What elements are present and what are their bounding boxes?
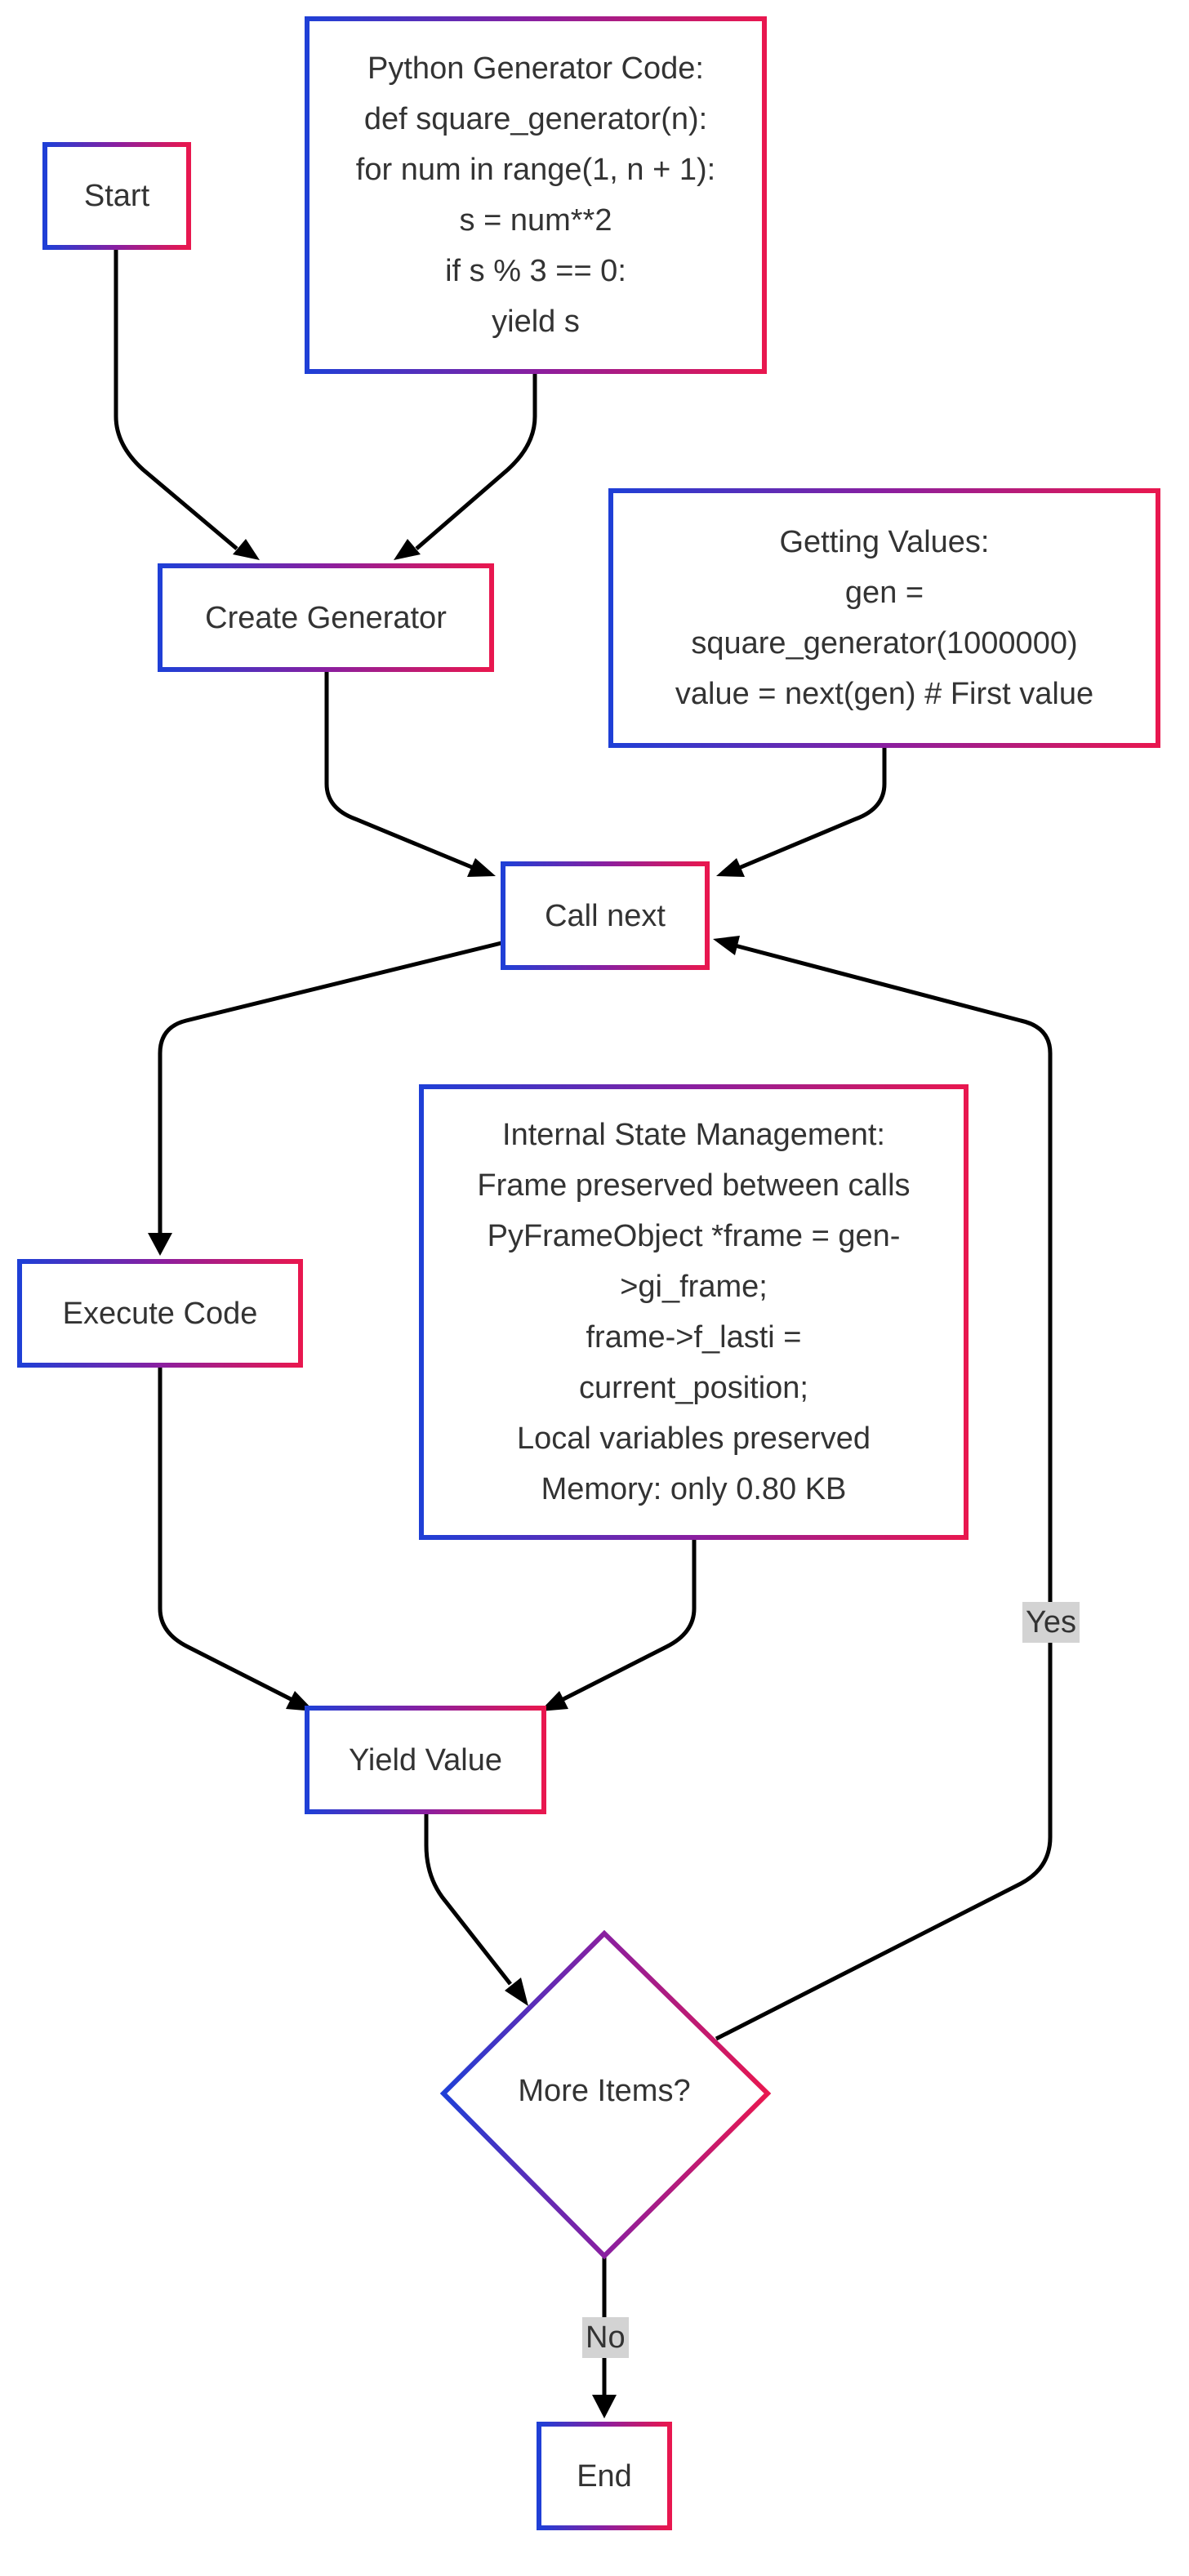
execute-code-node: Execute Code bbox=[17, 1259, 303, 1368]
getting-values-line: Getting Values: bbox=[779, 525, 990, 559]
decision-label: More Items? bbox=[518, 2074, 691, 2108]
state-note-line: PyFrameObject *frame = gen- bbox=[487, 1219, 901, 1253]
decision-diamond bbox=[439, 1929, 772, 2260]
arrowhead-decision bbox=[505, 1978, 528, 2006]
arrowhead-callnext-right bbox=[716, 858, 745, 877]
edge-state-to-yield bbox=[560, 1539, 697, 1702]
edge-yield-to-decision bbox=[424, 1814, 512, 1986]
getting-values-note: Getting Values: gen = square_generator(1… bbox=[608, 488, 1160, 748]
code-note-line: for num in range(1, n + 1): bbox=[355, 153, 716, 187]
arrowhead-create-right bbox=[394, 539, 421, 560]
getting-values-line: gen = bbox=[844, 576, 924, 610]
call-next-node: Call next bbox=[501, 861, 710, 970]
arrowhead-end bbox=[592, 2395, 617, 2418]
arrowhead-create-left bbox=[233, 539, 260, 560]
state-management-note: Internal State Management: Frame preserv… bbox=[419, 1084, 969, 1540]
code-note-line: yield s bbox=[492, 305, 580, 339]
create-generator-label: Create Generator bbox=[205, 600, 447, 635]
state-note-line: current_position; bbox=[579, 1371, 808, 1405]
edge-execute-to-yield bbox=[158, 1368, 294, 1702]
edge-label-no: No bbox=[582, 2317, 629, 2358]
getting-values-line: square_generator(1000000) bbox=[691, 626, 1078, 661]
code-note-line: if s % 3 == 0: bbox=[445, 254, 626, 288]
yield-value-label: Yield Value bbox=[348, 1742, 502, 1777]
end-node: End bbox=[537, 2422, 672, 2530]
execute-code-label: Execute Code bbox=[62, 1296, 258, 1331]
state-note-line: >gi_frame; bbox=[620, 1270, 768, 1304]
state-note-line: Local variables preserved bbox=[516, 1421, 871, 1456]
code-note-line: s = num**2 bbox=[459, 203, 612, 238]
arrowhead-callnext-loop bbox=[713, 936, 740, 955]
arrowhead-yield-right bbox=[540, 1691, 568, 1711]
getting-values-line: value = next(gen) # First value bbox=[675, 677, 1094, 711]
state-note-line: Internal State Management: bbox=[502, 1118, 885, 1152]
end-label: End bbox=[577, 2458, 632, 2494]
edge-label-yes: Yes bbox=[1022, 1602, 1080, 1643]
code-note-line: def square_generator(n): bbox=[363, 102, 708, 136]
edge-callnext-to-execute bbox=[158, 941, 502, 1235]
state-note-line: Frame preserved between calls bbox=[477, 1168, 911, 1203]
edge-getting-to-callnext bbox=[738, 747, 887, 870]
edge-code-to-create bbox=[415, 374, 537, 550]
arrowhead-execute bbox=[148, 1233, 172, 1256]
edge-decision-to-callnext bbox=[715, 943, 1053, 2041]
edge-start-to-create bbox=[114, 249, 238, 550]
code-note: Python Generator Code: def square_genera… bbox=[305, 16, 767, 374]
start-node: Start bbox=[42, 142, 191, 250]
arrowhead-callnext-left bbox=[467, 858, 496, 877]
create-generator-node: Create Generator bbox=[158, 563, 494, 672]
code-note-line: Python Generator Code: bbox=[367, 51, 704, 86]
call-next-label: Call next bbox=[545, 898, 666, 933]
start-label: Start bbox=[83, 179, 150, 213]
state-note-line: Memory: only 0.80 KB bbox=[541, 1472, 847, 1506]
edge-create-to-callnext bbox=[324, 671, 474, 870]
state-note-line: frame->f_lasti = bbox=[586, 1320, 802, 1355]
yield-value-node: Yield Value bbox=[305, 1706, 546, 1814]
